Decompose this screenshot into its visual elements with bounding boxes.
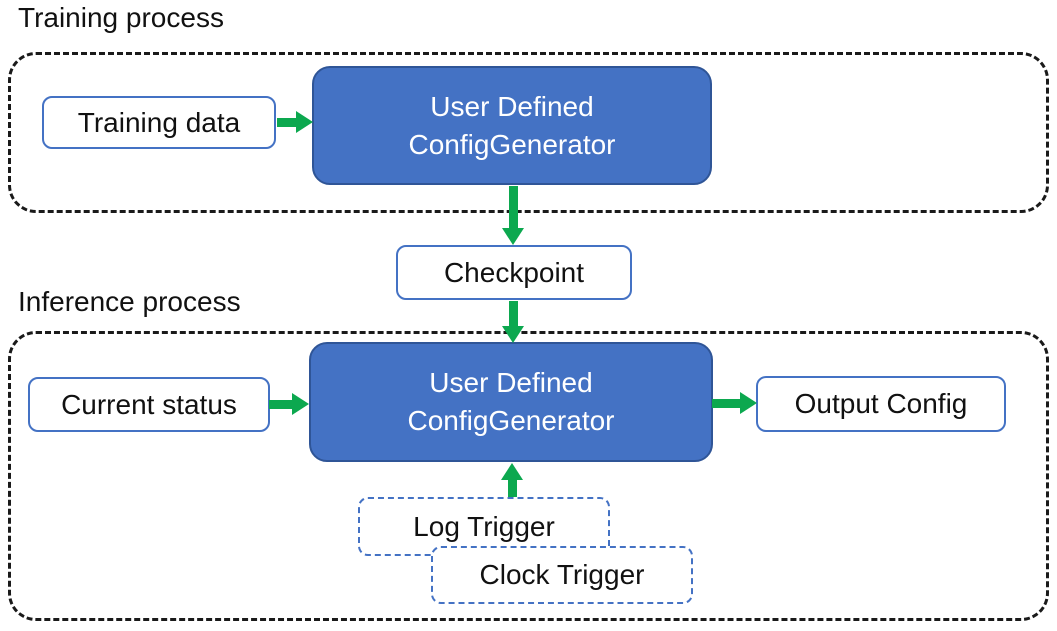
arrow-head bbox=[501, 463, 523, 480]
inference-generator-label-line2: ConfigGenerator bbox=[407, 405, 615, 436]
inference-section-label: Inference process bbox=[18, 286, 241, 317]
arrow-shaft bbox=[508, 301, 518, 326]
arrow-training-data-to-generator bbox=[277, 111, 313, 133]
arrow-head bbox=[740, 392, 757, 414]
training-config-generator-node: User Defined ConfigGenerator bbox=[312, 66, 712, 185]
clock-trigger-node: Clock Trigger bbox=[431, 546, 693, 604]
arrow-shaft bbox=[508, 186, 518, 228]
current-status-label: Current status bbox=[61, 388, 237, 420]
inference-process-container bbox=[8, 331, 1049, 621]
arrow-triggers-to-generator bbox=[501, 463, 523, 497]
current-status-node: Current status bbox=[28, 377, 270, 432]
arrow-head bbox=[502, 228, 524, 245]
clock-trigger-label: Clock Trigger bbox=[479, 559, 645, 590]
output-config-node: Output Config bbox=[756, 376, 1006, 432]
arrow-head bbox=[296, 111, 313, 133]
inference-config-generator-node: User Defined ConfigGenerator bbox=[309, 342, 713, 462]
arrow-shaft bbox=[507, 480, 517, 497]
training-data-label: Training data bbox=[77, 106, 241, 138]
arrow-current-status-to-generator bbox=[269, 393, 309, 415]
checkpoint-label: Checkpoint bbox=[443, 256, 585, 288]
arrow-shaft bbox=[277, 117, 296, 127]
arrow-checkpoint-to-generator bbox=[502, 301, 524, 343]
inference-generator-label-line1: User Defined bbox=[429, 367, 593, 399]
arrow-generator-to-output-config bbox=[712, 392, 757, 414]
arrow-shaft bbox=[269, 399, 292, 409]
training-generator-label-line2: ConfigGenerator bbox=[408, 128, 616, 160]
arrow-head bbox=[502, 326, 524, 343]
log-trigger-label: Log Trigger bbox=[413, 510, 555, 542]
output-config-label: Output Config bbox=[794, 388, 968, 419]
arrow-head bbox=[292, 393, 309, 415]
training-section-label: Training process bbox=[18, 2, 224, 33]
training-data-node: Training data bbox=[42, 96, 276, 149]
checkpoint-node: Checkpoint bbox=[396, 245, 632, 300]
training-generator-label-line1: User Defined bbox=[430, 90, 594, 122]
training-process-container bbox=[8, 52, 1049, 213]
arrow-shaft bbox=[712, 398, 740, 408]
arrow-generator-to-checkpoint bbox=[502, 186, 524, 245]
